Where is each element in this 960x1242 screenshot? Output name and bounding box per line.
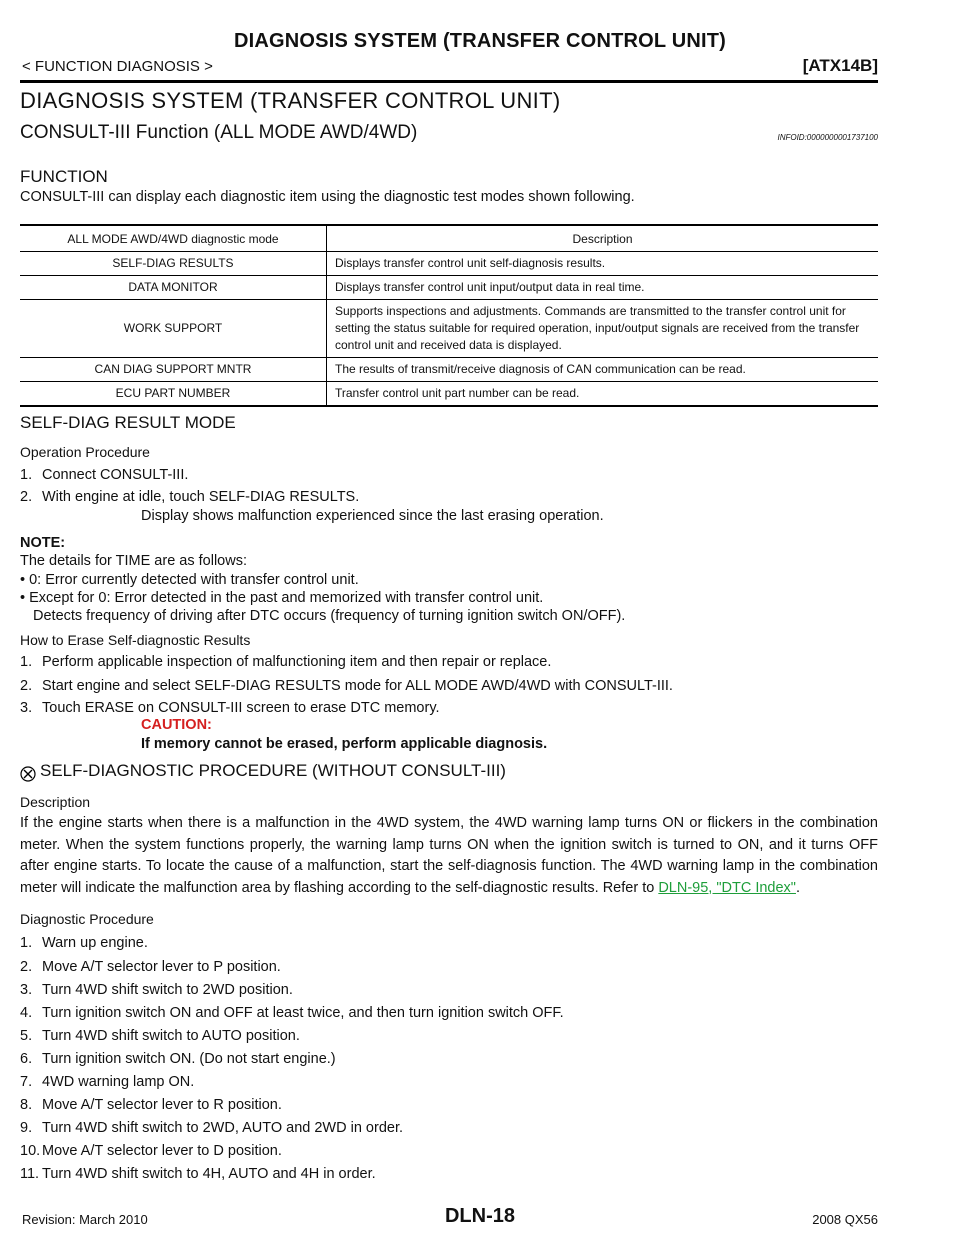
without-consult-heading: SELF-DIAGNOSTIC PROCEDURE (WITHOUT CONSU…: [40, 761, 506, 780]
diagnostic-procedure-heading: Diagnostic Procedure: [20, 911, 154, 927]
step-text: Turn 4WD shift switch to AUTO position.: [42, 1028, 300, 1044]
step-text: Move A/T selector lever to P position.: [42, 959, 281, 975]
step-text: Turn 4WD shift switch to 4H, AUTO and 4H…: [42, 1166, 376, 1182]
step-number: 6.: [20, 1051, 33, 1067]
list-item: 8. Move A/T selector lever to R position.: [20, 1097, 282, 1113]
vehicle-model: 2008 QX56: [812, 1212, 878, 1227]
erase-heading: How to Erase Self-diagnostic Results: [20, 632, 251, 648]
step-number: 10.: [20, 1143, 41, 1159]
step-number: 11.: [20, 1166, 40, 1182]
selfdiag-heading: SELF-DIAG RESULT MODE: [20, 413, 236, 432]
table-cell-description: The results of transmit/receive diagnosi…: [326, 357, 878, 382]
description-paragraph: If the engine starts when there is a mal…: [20, 813, 878, 899]
page-number: DLN-18: [444, 1205, 515, 1227]
list-item: 6. Turn ignition switch ON. (Do not start…: [20, 1051, 336, 1067]
table-cell-description: Transfer control unit part number can be…: [326, 381, 878, 407]
operation-procedure-heading: Operation Procedure: [20, 444, 150, 460]
list-item: 10.Move A/T selector lever to D position…: [20, 1143, 282, 1159]
table-cell-description: Displays transfer control unit self-diag…: [326, 251, 878, 276]
function-heading: FUNCTION: [20, 167, 108, 186]
note-detail: Detects frequency of driving after DTC o…: [33, 608, 626, 624]
description-text: If the engine starts when there is a mal…: [20, 815, 878, 896]
step-number: 1.: [20, 654, 33, 670]
list-item: 9. Turn 4WD shift switch to 2WD, AUTO and…: [20, 1120, 403, 1136]
table-cell-mode: SELF-DIAG RESULTS: [20, 251, 327, 276]
note-bullet: • 0: Error currently detected with trans…: [20, 572, 359, 588]
diagnostic-mode-table: ALL MODE AWD/4WD diagnostic mode Descrip…: [20, 224, 878, 407]
caution-label: CAUTION:: [141, 717, 212, 733]
step-text: 4WD warning lamp ON.: [42, 1074, 195, 1090]
table-row: SELF-DIAG RESULTS Displays transfer cont…: [20, 251, 878, 276]
table-cell-description: Displays transfer control unit input/out…: [326, 275, 878, 300]
step-text: Warn up engine.: [42, 935, 148, 951]
step-number: 7.: [20, 1074, 33, 1090]
step-number: 5.: [20, 1028, 33, 1044]
step-number: 2.: [20, 678, 33, 694]
main-heading: DIAGNOSIS SYSTEM (TRANSFER CONTROL UNIT): [20, 88, 561, 113]
note-bullet: • Except for 0: Error detected in the pa…: [20, 590, 544, 606]
tool-icon: [20, 766, 36, 782]
table-cell-description: Supports inspections and adjustments. Co…: [326, 299, 878, 358]
step-text: Turn ignition switch ON and OFF at least…: [42, 1005, 564, 1021]
table-header-description: Description: [326, 224, 878, 252]
revision-date: Revision: March 2010: [22, 1212, 148, 1227]
table-cell-mode: CAN DIAG SUPPORT MNTR: [20, 357, 327, 382]
note-intro: The details for TIME are as follows:: [20, 553, 247, 569]
step-text: Move A/T selector lever to R position.: [42, 1097, 282, 1113]
list-item: 2. Move A/T selector lever to P position.: [20, 959, 281, 975]
step-text: Connect CONSULT-III.: [42, 467, 189, 483]
description-end: .: [795, 879, 800, 896]
step-text: Touch ERASE on CONSULT-III screen to era…: [42, 700, 440, 716]
list-item: 1. Connect CONSULT-III.: [20, 467, 188, 483]
step-number: 1.: [20, 467, 33, 483]
step-text: Move A/T selector lever to D position.: [42, 1143, 282, 1159]
step-number: 2.: [20, 489, 33, 505]
step-detail: Display shows malfunction experienced si…: [141, 508, 604, 524]
table-header-mode: ALL MODE AWD/4WD diagnostic mode: [20, 224, 327, 252]
header-divider: [20, 80, 878, 83]
list-item: 1. Warn up engine.: [20, 935, 148, 951]
step-number: 9.: [20, 1120, 33, 1136]
step-number: 1.: [20, 935, 33, 951]
note-label: NOTE:: [20, 535, 66, 551]
table-row: DATA MONITOR Displays transfer control u…: [20, 275, 878, 300]
table-cell-mode: ECU PART NUMBER: [20, 381, 327, 407]
list-item: 1. Perform applicable inspection of malfu…: [20, 654, 551, 670]
description-heading: Description: [20, 794, 91, 810]
section-code: [ATX14B]: [802, 56, 878, 75]
step-number: 3.: [20, 700, 33, 716]
step-number: 3.: [20, 982, 33, 998]
dtc-index-link[interactable]: DLN-95, "DTC Index": [658, 879, 796, 896]
section-breadcrumb: < FUNCTION DIAGNOSIS >: [22, 58, 213, 75]
list-item: 3. Touch ERASE on CONSULT-III screen to e…: [20, 700, 440, 716]
table-row: WORK SUPPORT Supports inspections and ad…: [20, 299, 878, 358]
table-header-row: ALL MODE AWD/4WD diagnostic mode Descrip…: [20, 224, 878, 252]
step-text: Turn ignition switch ON. (Do not start e…: [42, 1051, 336, 1067]
list-item: 5. Turn 4WD shift switch to AUTO position…: [20, 1028, 300, 1044]
page-header-title: DIAGNOSIS SYSTEM (TRANSFER CONTROL UNIT): [233, 30, 727, 52]
caution-text: If memory cannot be erased, perform appl…: [141, 736, 548, 752]
step-text: Turn 4WD shift switch to 2WD position.: [42, 982, 293, 998]
step-text: Start engine and select SELF-DIAG RESULT…: [42, 678, 673, 694]
list-item: 3. Turn 4WD shift switch to 2WD position.: [20, 982, 293, 998]
step-number: 4.: [20, 1005, 33, 1021]
list-item: 4. Turn ignition switch ON and OFF at lea…: [20, 1005, 564, 1021]
step-number: 2.: [20, 959, 33, 975]
section-title: CONSULT-III Function (ALL MODE AWD/4WD): [20, 122, 418, 143]
step-text: With engine at idle, touch SELF-DIAG RES…: [42, 489, 360, 505]
function-text: CONSULT-III can display each diagnostic …: [20, 189, 635, 205]
table-row: ECU PART NUMBER Transfer control unit pa…: [20, 381, 878, 407]
list-item: 11.Turn 4WD shift switch to 4H, AUTO and…: [20, 1166, 376, 1182]
table-row: CAN DIAG SUPPORT MNTR The results of tra…: [20, 357, 878, 382]
step-text: Perform applicable inspection of malfunc…: [42, 654, 552, 670]
step-text: Turn 4WD shift switch to 2WD, AUTO and 2…: [42, 1120, 403, 1136]
list-item: 2. With engine at idle, touch SELF-DIAG R…: [20, 489, 359, 505]
list-item: 2. Start engine and select SELF-DIAG RESU…: [20, 678, 673, 694]
table-cell-mode: WORK SUPPORT: [20, 299, 327, 358]
list-item: 7. 4WD warning lamp ON.: [20, 1074, 194, 1090]
step-number: 8.: [20, 1097, 33, 1113]
table-cell-mode: DATA MONITOR: [20, 275, 327, 300]
info-id: INFOID:0000000001737100: [777, 133, 878, 142]
